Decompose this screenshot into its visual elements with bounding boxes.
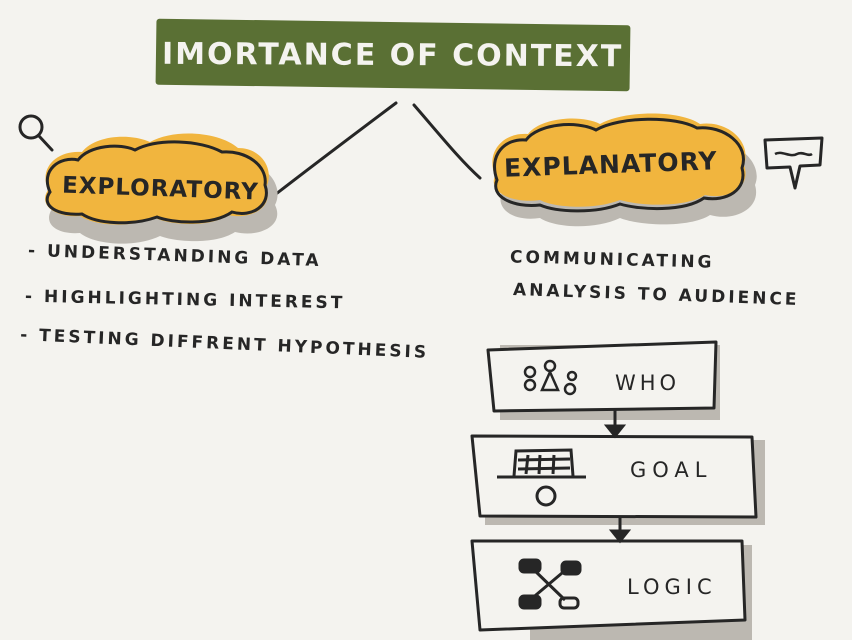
- who-box: [486, 340, 718, 413]
- explanatory-cloud-outline: [493, 117, 745, 213]
- who-label: WHO: [615, 371, 681, 395]
- goal-box: [470, 434, 758, 519]
- explanatory-cloud-fill: [492, 113, 746, 207]
- exploratory-cloud-fill: [45, 133, 269, 225]
- speech-bubble-icon: [763, 136, 824, 190]
- magnifying-glass-icon: [18, 114, 54, 152]
- people-icon: [523, 359, 578, 396]
- network-nodes-icon: [518, 558, 582, 610]
- arrow-who-to-goal: [603, 410, 627, 439]
- logic-label: LOGIC: [627, 575, 717, 599]
- exploratory-cloud-outline: [45, 140, 268, 225]
- connector-left: [274, 101, 398, 196]
- page-title: IMORTANCE OF CONTEXT: [162, 36, 624, 74]
- soccer-goal-icon: [497, 448, 586, 507]
- arrow-goal-to-logic: [608, 517, 632, 544]
- title-banner: IMORTANCE OF CONTEXT: [155, 18, 631, 92]
- connector-right: [412, 103, 482, 180]
- goal-label: GOAL: [630, 458, 713, 482]
